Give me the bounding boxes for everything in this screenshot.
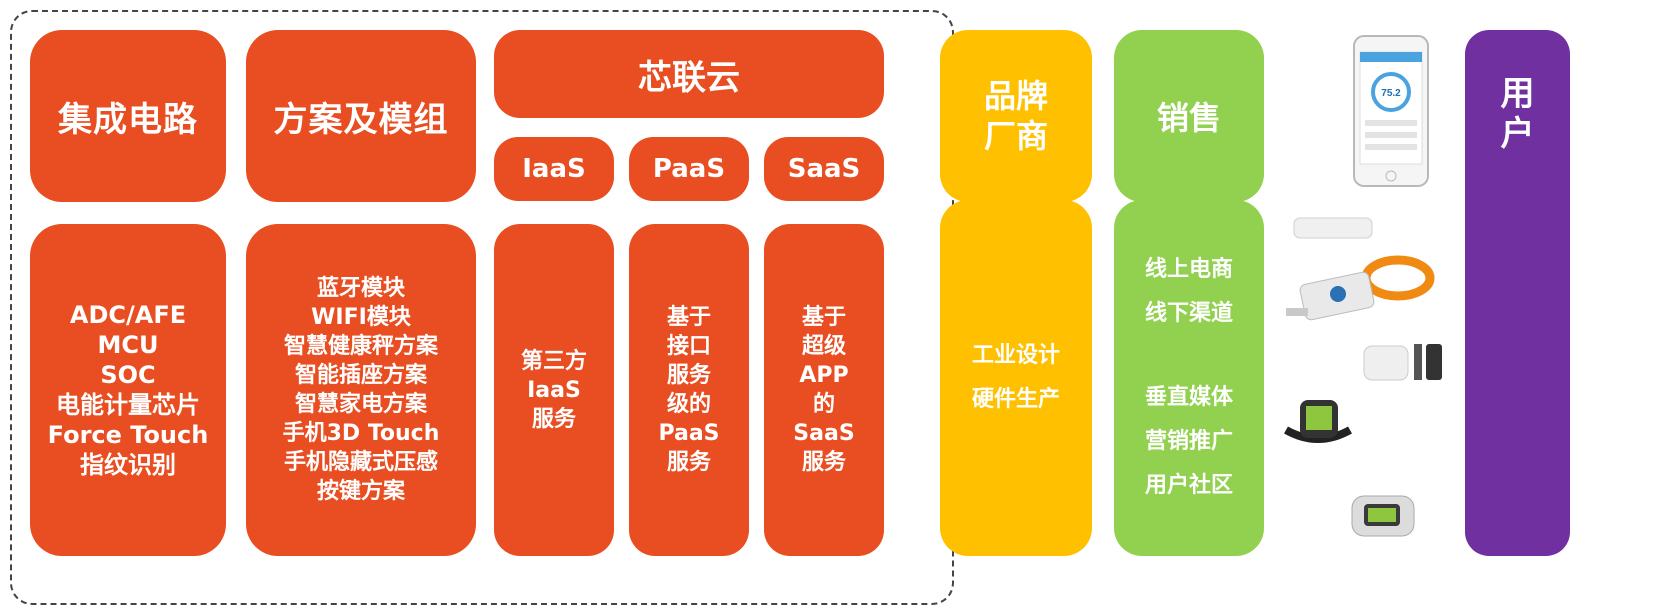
brand-items-box: 工业设计 硬件生产 — [940, 200, 1092, 556]
iaas-desc-line: 服务 — [531, 406, 576, 432]
chip-items-box: ADC/AFE MCU SOC 电能计量芯片 Force Touch 指纹识别 — [30, 224, 226, 556]
brand-title-line: 品牌 — [983, 77, 1048, 115]
paas-desc-line: PaaS — [658, 421, 720, 446]
saas-desc-line: 的 — [812, 392, 835, 417]
chip-title-box: 集成电路 — [30, 30, 226, 202]
brand-title-box: 品牌 厂商 — [940, 30, 1092, 202]
brand-title-line: 厂商 — [983, 117, 1048, 155]
solution-item: 蓝牙模块 — [316, 276, 405, 301]
sales-item: 用户社区 — [1144, 473, 1233, 498]
paas-desc-line: 级的 — [666, 392, 711, 417]
saas-desc-line: SaaS — [793, 421, 855, 446]
solution-item: WIFI模块 — [311, 305, 411, 330]
saas-desc-line: APP — [799, 363, 849, 388]
solution-item: 手机隐藏式压感 — [283, 450, 438, 475]
bp-monitor-icon — [1360, 340, 1446, 384]
sales-item: 垂直媒体 — [1144, 385, 1233, 410]
solution-item: 智慧家电方案 — [294, 392, 427, 417]
chip-item: MCU — [97, 331, 159, 359]
chip-item: Force Touch — [47, 421, 209, 449]
iaas-desc-line: 第三方 — [520, 348, 587, 374]
user-box: 用 户 — [1465, 30, 1570, 556]
paas-desc-box: 基于 接口 服务 级的 PaaS 服务 — [629, 224, 749, 556]
tab-iaas-label: IaaS — [522, 154, 586, 184]
sales-item: 营销推广 — [1144, 429, 1233, 454]
smart-scale-icon — [1290, 212, 1376, 244]
cloud-title: 芯联云 — [638, 57, 740, 98]
chip-item: 电能计量芯片 — [56, 391, 200, 419]
solution-items-box: 蓝牙模块 WIFI模块 智慧健康秤方案 智能插座方案 智慧家电方案 手机3D T… — [246, 224, 476, 556]
chip-title: 集成电路 — [58, 99, 198, 140]
tab-paas: PaaS — [629, 137, 749, 201]
brand-item: 硬件生产 — [971, 387, 1060, 412]
tab-saas: SaaS — [764, 137, 884, 201]
user-title-char: 户 — [1500, 114, 1535, 154]
paas-desc-line: 服务 — [666, 450, 711, 475]
solution-item: 智能插座方案 — [294, 363, 427, 388]
solution-item: 手机3D Touch — [282, 421, 440, 446]
saas-desc-line: 基于 — [801, 305, 846, 330]
chip-item: ADC/AFE — [69, 301, 187, 329]
pulse-oximeter-icon — [1346, 486, 1420, 544]
sales-title: 销售 — [1156, 99, 1221, 137]
tab-saas-label: SaaS — [787, 154, 861, 184]
tab-paas-label: PaaS — [652, 154, 726, 184]
chip-item: SOC — [100, 361, 156, 389]
solution-item: 按键方案 — [316, 479, 405, 504]
phone-reading: 75.2 — [1381, 88, 1401, 99]
paas-desc-line: 接口 — [666, 334, 711, 359]
solution-title-box: 方案及模组 — [246, 30, 476, 202]
sales-item: 线上电商 — [1144, 257, 1233, 282]
sales-item: 线下渠道 — [1144, 301, 1233, 326]
smartphone-icon: 75.2 — [1352, 34, 1430, 188]
iaas-desc-line: IaaS — [527, 377, 581, 403]
chip-item: 指纹识别 — [80, 451, 176, 479]
brand-item: 工业设计 — [971, 343, 1060, 368]
tab-iaas: IaaS — [494, 137, 614, 201]
sales-title-box: 销售 — [1114, 30, 1264, 202]
solution-item: 智慧健康秤方案 — [283, 334, 438, 359]
paas-desc-line: 服务 — [666, 363, 711, 388]
paas-desc-line: 基于 — [666, 305, 711, 330]
phone-accessory-icon — [1280, 268, 1378, 328]
iaas-desc-box: 第三方 IaaS 服务 — [494, 224, 614, 556]
cloud-title-box: 芯联云 — [494, 30, 884, 118]
sport-watch-icon — [1280, 386, 1356, 458]
saas-desc-line: 超级 — [801, 334, 846, 359]
sales-items-box: 线上电商 线下渠道 垂直媒体 营销推广 用户社区 — [1114, 200, 1264, 556]
user-title-char: 用 — [1500, 74, 1535, 114]
solution-title: 方案及模组 — [273, 99, 449, 140]
saas-desc-box: 基于 超级 APP 的 SaaS 服务 — [764, 224, 884, 556]
saas-desc-line: 服务 — [801, 450, 846, 475]
